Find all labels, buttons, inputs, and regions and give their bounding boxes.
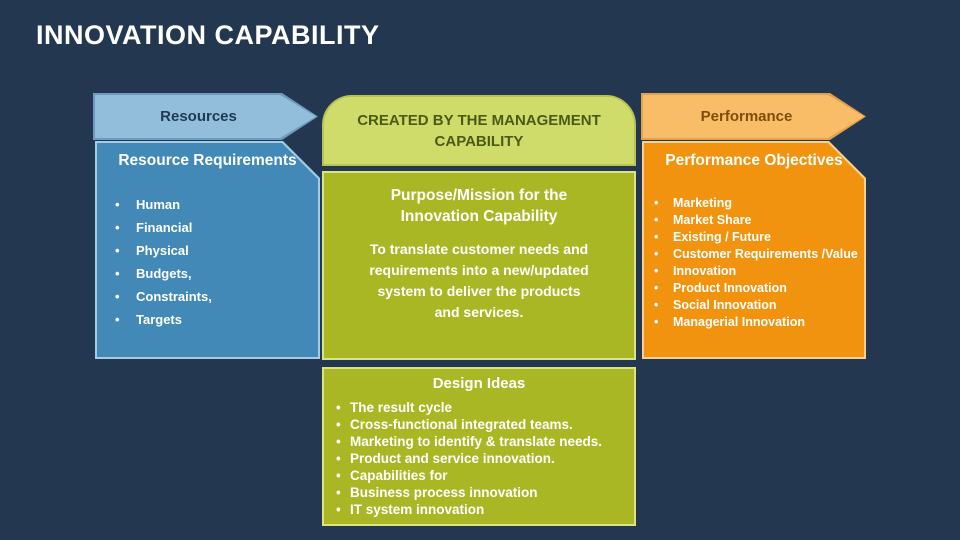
performance-banner-arrow-fill: [643, 95, 864, 138]
purpose-mission-title: Purpose/Mission for the Innovation Capab…: [390, 187, 568, 225]
design-ideas-list: The result cycleCross-functional integra…: [324, 399, 634, 518]
bullet-item: Existing / Future: [644, 229, 864, 246]
bullet-item: Customer Requirements /Value: [644, 246, 864, 263]
design-ideas-title: Design Ideas: [432, 375, 526, 392]
performance-banner-arrow: Performance: [641, 93, 866, 140]
resources-banner-arrow: Resources: [93, 93, 318, 140]
bullet-item: Human: [97, 193, 318, 216]
bullet-item: Social Innovation: [644, 297, 864, 314]
bullet-item: IT system innovation: [324, 501, 634, 518]
resources-banner-label: Resources: [160, 108, 237, 125]
bullet-item: Market Share: [644, 212, 864, 229]
bullet-item: Cross-functional integrated teams.: [324, 416, 634, 433]
performance-objectives-box: Performance Objectives MarketingMarket S…: [642, 141, 866, 359]
bullet-item: Financial: [97, 216, 318, 239]
performance-banner-label: Performance: [700, 108, 793, 125]
slide-title: INNOVATION CAPABILITY: [36, 20, 380, 50]
bullet-item: Innovation: [644, 263, 864, 280]
bullet-item: Business process innovation: [324, 484, 634, 501]
resource-requirements-box: Resource Requirements HumanFinancialPhys…: [95, 141, 320, 359]
bullet-item: Budgets,: [97, 262, 318, 285]
bullet-item: Constraints,: [97, 285, 318, 308]
bullet-item: Product and service innovation.: [324, 450, 634, 467]
bullet-item: Physical: [97, 239, 318, 262]
purpose-mission-body: To translate customer needs and requirem…: [369, 241, 589, 320]
bullet-item: Targets: [97, 308, 318, 331]
bullet-item: Capabilities for: [324, 467, 634, 484]
resources-banner-arrow-fill: [95, 95, 316, 138]
performance-objectives-list: MarketingMarket ShareExisting / FutureCu…: [644, 195, 864, 331]
purpose-mission-box: Purpose/Mission for the Innovation Capab…: [322, 171, 636, 360]
resource-requirements-list: HumanFinancialPhysicalBudgets,Constraint…: [97, 193, 318, 331]
bullet-item: The result cycle: [324, 399, 634, 416]
bullet-item: Managerial Innovation: [644, 314, 864, 331]
bullet-item: Marketing to identify & translate needs.: [324, 433, 634, 450]
resource-requirements-title: Resource Requirements: [118, 152, 297, 169]
bullet-item: Product Innovation: [644, 280, 864, 297]
bullet-item: Marketing: [644, 195, 864, 212]
management-capability-banner-label: CREATED BY THE MANAGEMENT CAPABILITY: [357, 111, 601, 150]
management-capability-banner: CREATED BY THE MANAGEMENT CAPABILITY: [322, 95, 636, 166]
performance-objectives-title: Performance Objectives: [665, 152, 843, 169]
design-ideas-box: Design Ideas The result cycleCross-funct…: [322, 367, 636, 526]
